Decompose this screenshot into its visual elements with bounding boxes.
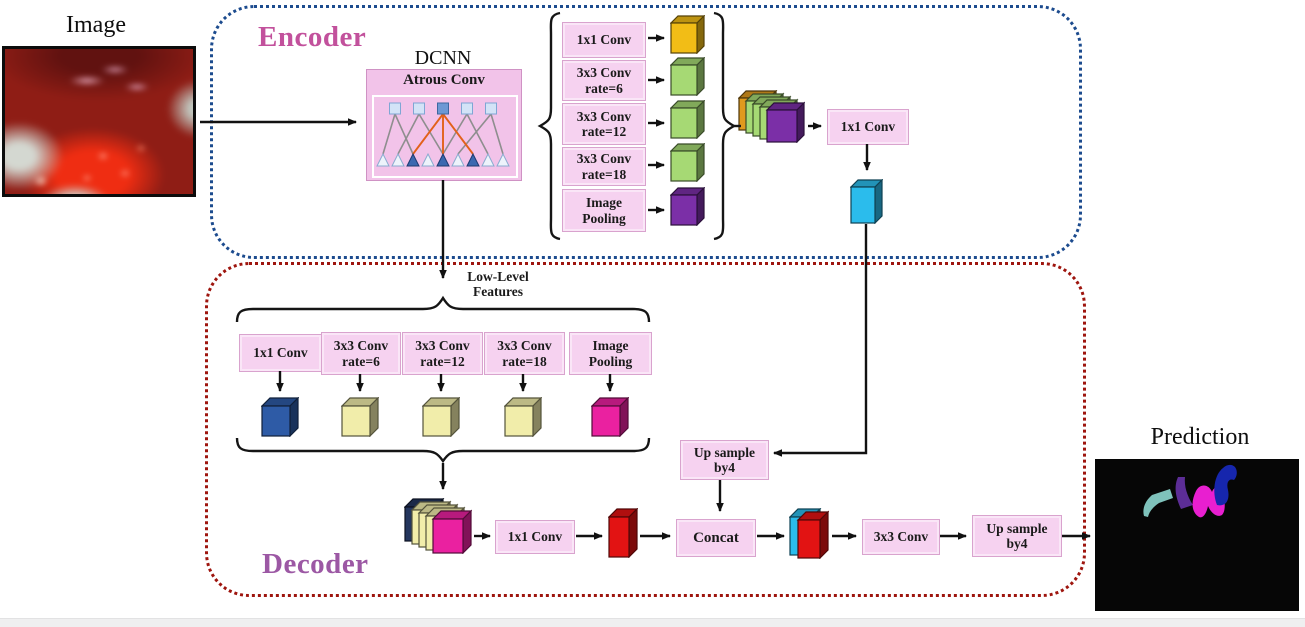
prediction-segmentation-image bbox=[1095, 459, 1299, 611]
prediction-label: Prediction bbox=[1150, 424, 1250, 450]
dcnn-label: DCNN bbox=[414, 47, 472, 69]
feature-block-green-3 bbox=[669, 142, 706, 183]
encoder-brace-left bbox=[537, 11, 561, 241]
line-cyan-to-upsample bbox=[773, 224, 868, 457]
encoder-branch-rate12: 3x3 Conv rate=12 bbox=[562, 103, 646, 145]
encoder-brace-right bbox=[713, 11, 737, 241]
decoder-branch-rate12: 3x3 Conv rate=12 bbox=[402, 332, 483, 375]
decoder-branch-rate6: 3x3 Conv rate=6 bbox=[321, 332, 401, 375]
feature-block-cream-2 bbox=[421, 396, 461, 438]
decoder-proj-conv: 1x1 Conv bbox=[495, 520, 575, 554]
feature-block-blue bbox=[260, 396, 300, 438]
decoder-title: Decoder bbox=[262, 548, 369, 580]
decoder-feature-block-red bbox=[607, 507, 639, 559]
encoder-branch-image-pooling: Image Pooling bbox=[562, 189, 646, 232]
decoder-branch-image-pooling: Image Pooling bbox=[569, 332, 652, 375]
encoder-branch-rate6: 3x3 Conv rate=6 bbox=[562, 60, 646, 101]
decoder-region-border bbox=[205, 262, 1086, 597]
decoder-brace-bottom bbox=[235, 437, 651, 464]
encoder-branch-1x1-conv: 1x1 Conv bbox=[562, 22, 646, 58]
encoder-branch-rate18: 3x3 Conv rate=18 bbox=[562, 147, 646, 186]
decoder-branch-rate18: 3x3 Conv rate=18 bbox=[484, 332, 565, 375]
decoder-out-conv: 3x3 Conv bbox=[862, 519, 940, 555]
feature-block-cream-1 bbox=[340, 396, 380, 438]
feature-block-green-2 bbox=[669, 99, 706, 140]
encoder-title: Encoder bbox=[258, 21, 367, 53]
concat-node: Concat bbox=[676, 519, 756, 557]
low-level-features-label: Low-Level Features bbox=[467, 268, 529, 299]
atrous-conv-label: Atrous Conv bbox=[403, 72, 485, 88]
feature-block-cream-3 bbox=[503, 396, 543, 438]
merge-stack-cyan-red bbox=[788, 507, 830, 560]
page-bottom-strip bbox=[0, 618, 1305, 627]
encoder-feature-block-cyan bbox=[849, 178, 884, 225]
mask-purple bbox=[1175, 477, 1193, 509]
decoder-branch-1x1-conv: 1x1 Conv bbox=[239, 334, 322, 372]
upsample-by4-mid: Up sample by4 bbox=[680, 440, 769, 480]
feature-block-magenta bbox=[590, 396, 630, 438]
atrous-rate-connections bbox=[412, 113, 474, 155]
feature-block-green-1 bbox=[669, 56, 706, 97]
dcnn-atrous-conv-box: Atrous Conv bbox=[366, 69, 522, 181]
input-surgical-image bbox=[2, 46, 196, 197]
atrous-output-squares bbox=[389, 102, 497, 115]
mask-blue bbox=[1214, 464, 1237, 506]
atrous-conv-diagram bbox=[372, 95, 518, 178]
surgical-photo-content bbox=[5, 49, 193, 194]
input-image-label: Image bbox=[66, 12, 126, 38]
feature-block-purple bbox=[669, 186, 706, 227]
encoder-proj-conv: 1x1 Conv bbox=[827, 109, 909, 145]
atrous-input-triangles bbox=[376, 152, 510, 167]
segmentation-masks bbox=[1143, 464, 1237, 518]
feature-block-yellow bbox=[669, 14, 706, 55]
decoder-brace-top bbox=[235, 295, 651, 323]
atrous-net-svg bbox=[376, 102, 510, 167]
upsample-by4-out: Up sample by4 bbox=[972, 515, 1062, 557]
encoder-concat-stack bbox=[737, 89, 806, 144]
mask-teal bbox=[1143, 489, 1173, 517]
atrous-gray-connections bbox=[382, 113, 504, 155]
decoder-concat-stack bbox=[403, 497, 473, 555]
